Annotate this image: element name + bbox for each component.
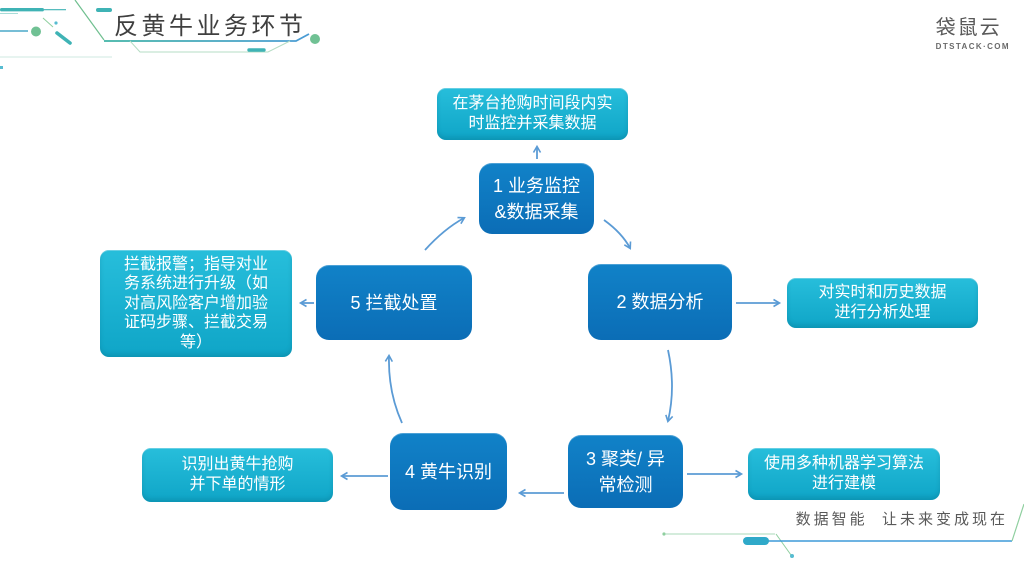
note-box-analysis: 对实时和历史数据 进行分析处理	[787, 278, 978, 328]
flow-arrow-5-to-1	[424, 216, 466, 251]
kangaroo-cloud-logo-icon	[860, 13, 927, 55]
flow-arrow-2-to-3	[665, 349, 674, 424]
note-box-monitoring: 在茅台抢购时间段内实 时监控并采集数据	[437, 88, 628, 140]
dtstack-logo: 袋鼠云 DTSTACK·COM	[860, 10, 1010, 56]
flow-arrow-4-to-5	[384, 353, 403, 424]
step-box-1-monitoring: 1 业务监控 &数据采集	[479, 163, 594, 234]
step-box-5-interception: 5 拦截处置	[316, 265, 472, 340]
step-box-2-data-analysis: 2 数据分析	[588, 264, 732, 340]
note-box-identify: 识别出黄牛抢购 并下单的情形	[142, 448, 333, 502]
logo-name: 袋鼠云	[935, 16, 1002, 39]
note-box-interception: 拦截报警；指导对业 务系统进行升级（如 对高风险客户增加验 证码步骤、拦截交易 …	[100, 250, 292, 357]
footer-slogan: 数据智能 让未来变成现在	[795, 511, 1008, 528]
step-box-4-scalper-identify: 4 黄牛识别	[390, 433, 507, 510]
flow-arrow-1-to-2	[603, 219, 632, 250]
note-box-modeling: 使用多种机器学习算法 进行建模	[748, 448, 940, 500]
page-title: 反黄牛业务环节	[114, 13, 307, 40]
logo-text: 袋鼠云 DTSTACK·COM	[936, 16, 1010, 51]
logo-domain: DTSTACK·COM	[935, 41, 1010, 51]
step-box-3-clustering: 3 聚类/ 异 常检测	[568, 435, 683, 508]
